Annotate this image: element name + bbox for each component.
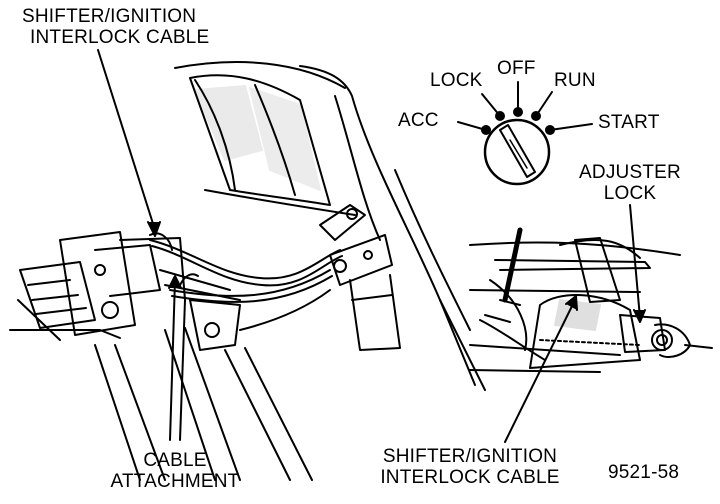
shifter-ignition-cable-label-top: SHIFTER/IGNITION INTERLOCK CABLE (22, 6, 209, 48)
cable-attach-line1: CABLE (143, 450, 207, 471)
shifter-top-line1: SHIFTER/IGNITION (22, 6, 197, 27)
adjuster-line1: ADJUSTER (579, 162, 681, 183)
adjuster-assembly-inset (469, 227, 713, 373)
interlock-cable (149, 239, 343, 331)
run-position-label: RUN (554, 70, 596, 91)
shifter-bottom-line1: SHIFTER/IGNITION (382, 446, 558, 467)
shifter-ignition-cable-label-bottom: SHIFTER/IGNITION INTERLOCK CABLE (370, 446, 570, 488)
cable-attach-line2: ATTACHMENT (110, 471, 240, 492)
pedal-supports (94, 269, 313, 481)
shifter-lever-assembly (9, 231, 186, 341)
shifter-bottom-line2: INTERLOCK CABLE (380, 467, 560, 488)
steering-column-body (174, 61, 486, 391)
shifter-top-line2: INTERLOCK CABLE (30, 27, 210, 48)
adjuster-line2: LOCK (603, 183, 657, 204)
lock-position-label: LOCK (430, 70, 483, 91)
acc-position-label: ACC (398, 110, 439, 131)
column-bracket (319, 204, 401, 351)
off-position-label: OFF (497, 58, 536, 79)
adjuster-lock-label: ADJUSTER LOCK (575, 162, 685, 204)
leader-lines (97, 49, 646, 443)
cable-attachment-label: CABLE ATTACHMENT (110, 450, 240, 492)
start-position-label: START (598, 112, 660, 133)
figure-number: 9521-58 (608, 462, 680, 483)
ignition-switch-diagram (457, 81, 593, 186)
